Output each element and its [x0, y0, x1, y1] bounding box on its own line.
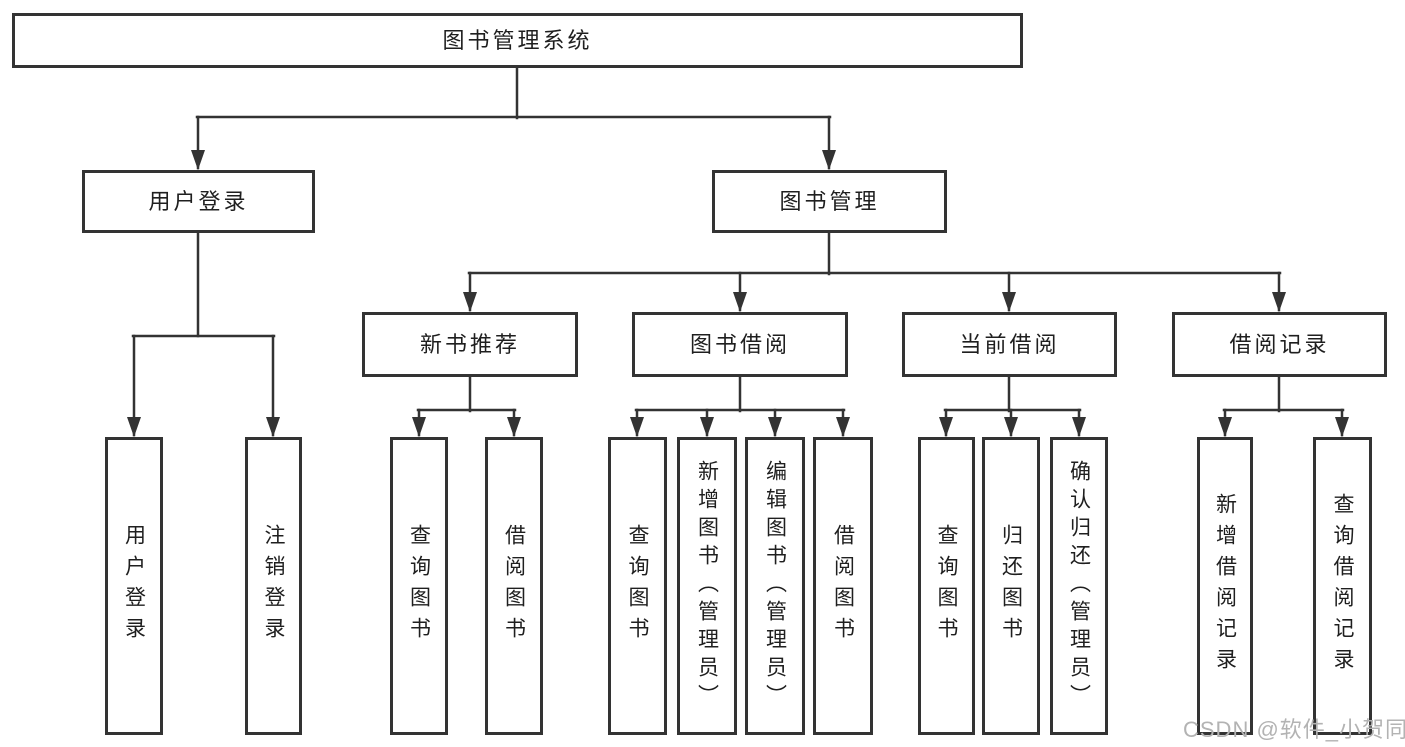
leaf-query-books-borrowing: 查询图书: [608, 437, 667, 735]
leaf-query-books-current: 查询图书: [918, 437, 975, 735]
node-user-login-label: 用户登录: [148, 188, 249, 214]
leaf-add-borrow-record: 新增借阅记录: [1197, 437, 1253, 735]
leaf-query-books-current-label: 查询图书: [935, 524, 958, 648]
node-current-borrowing: 当前借阅: [902, 312, 1117, 377]
leaf-user-login: 用户登录: [105, 437, 163, 735]
node-new-book-recommend: 新书推荐: [362, 312, 578, 377]
leaf-user-login-label: 用户登录: [122, 524, 146, 648]
node-book-borrowing-label: 图书借阅: [689, 331, 790, 357]
leaf-borrow-books-recommend: 借阅图书: [485, 437, 543, 735]
leaf-return-books: 归还图书: [982, 437, 1040, 735]
leaf-add-borrow-record-label: 新增借阅记录: [1213, 493, 1237, 679]
node-root-label: 图书管理系统: [442, 27, 593, 53]
leaf-add-book-admin-label: 新增图书（管理员）: [695, 460, 719, 712]
leaf-query-borrow-record-label: 查询借阅记录: [1331, 493, 1354, 679]
node-borrowing-records-label: 借阅记录: [1229, 331, 1330, 357]
leaf-borrow-books-borrowing-label: 借阅图书: [831, 524, 855, 648]
leaf-query-books-borrowing-label: 查询图书: [626, 524, 649, 648]
leaf-add-book-admin: 新增图书（管理员）: [677, 437, 737, 735]
leaf-query-books-recommend: 查询图书: [390, 437, 448, 735]
node-new-book-recommend-label: 新书推荐: [419, 331, 520, 357]
leaf-return-books-label: 归还图书: [999, 524, 1023, 648]
leaf-logout: 注销登录: [245, 437, 302, 735]
watermark: CSDN @软件_小贺同学: [1183, 717, 1405, 742]
leaf-borrow-books-borrowing: 借阅图书: [813, 437, 873, 735]
node-book-borrowing: 图书借阅: [632, 312, 848, 377]
leaf-query-books-recommend-label: 查询图书: [407, 524, 431, 648]
leaf-borrow-books-recommend-label: 借阅图书: [502, 524, 526, 648]
leaf-confirm-return-admin: 确认归还（管理员）: [1050, 437, 1108, 735]
leaf-confirm-return-admin-label: 确认归还（管理员）: [1067, 460, 1091, 712]
node-current-borrowing-label: 当前借阅: [959, 331, 1060, 357]
node-borrowing-records: 借阅记录: [1172, 312, 1387, 377]
leaf-edit-book-admin: 编辑图书（管理员）: [745, 437, 805, 735]
node-book-management-label: 图书管理: [779, 188, 880, 214]
node-book-management: 图书管理: [712, 170, 947, 233]
node-user-login: 用户登录: [82, 170, 315, 233]
leaf-edit-book-admin-label: 编辑图书（管理员）: [763, 460, 787, 712]
leaf-logout-label: 注销登录: [262, 524, 285, 648]
node-root: 图书管理系统: [12, 13, 1023, 68]
leaf-query-borrow-record: 查询借阅记录: [1313, 437, 1372, 735]
